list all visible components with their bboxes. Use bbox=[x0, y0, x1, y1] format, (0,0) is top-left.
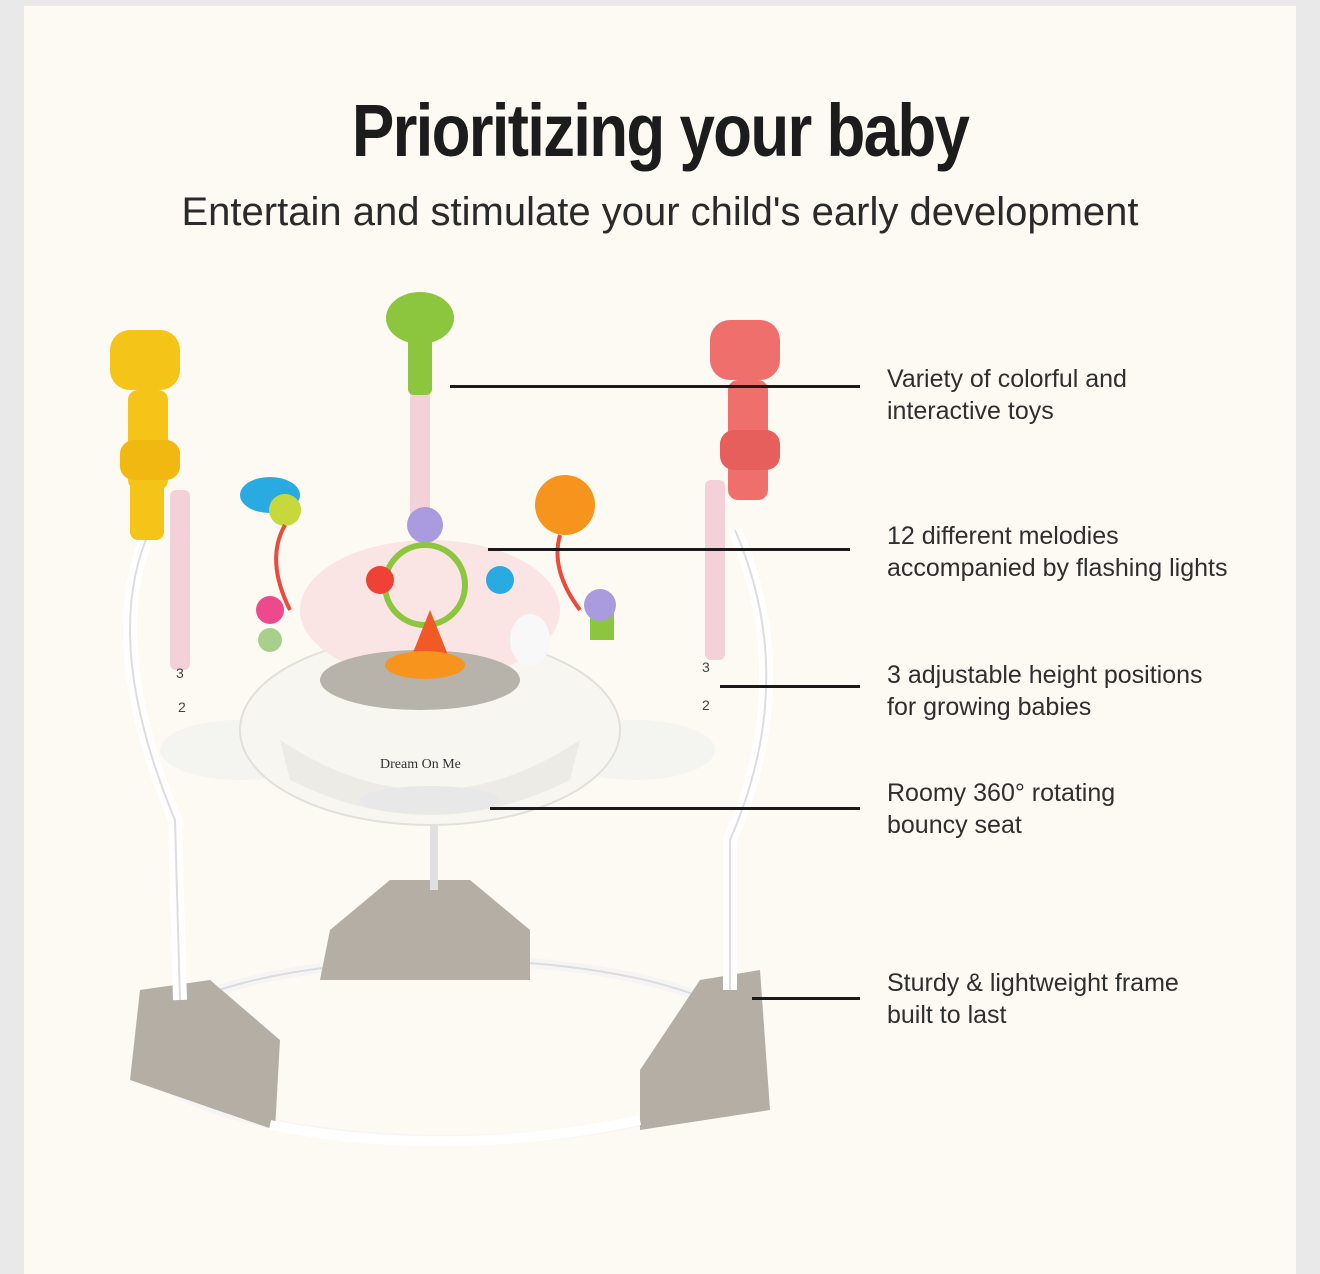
feature-height-line2: for growing babies bbox=[887, 693, 1092, 721]
butterfly-toy bbox=[240, 477, 301, 526]
feature-melodies-line2: accompanied by flashing lights bbox=[887, 554, 1228, 582]
leader-line-frame bbox=[752, 997, 860, 1000]
left-height-3: 3 bbox=[176, 665, 184, 681]
leader-line-melodies bbox=[488, 548, 850, 551]
leader-line-seat bbox=[490, 807, 860, 810]
page-subtitle: Entertain and stimulate your child's ear… bbox=[181, 190, 1139, 234]
feature-melodies: 12 different melodies accompanied by fla… bbox=[887, 520, 1307, 584]
right-strap bbox=[705, 480, 725, 660]
feature-seat-line1: Roomy 360° rotating bbox=[887, 779, 1116, 807]
feature-toys-line2: interactive toys bbox=[887, 397, 1054, 425]
right-foot bbox=[640, 970, 770, 1130]
page-title: Prioritizing your baby bbox=[351, 89, 970, 172]
feature-toys: Variety of colorful and interactive toys bbox=[887, 363, 1307, 427]
green-tree-toy bbox=[386, 292, 454, 395]
right-pole bbox=[723, 527, 774, 990]
feature-height: 3 adjustable height positions for growin… bbox=[887, 659, 1307, 723]
leader-line-height bbox=[720, 685, 860, 688]
center-strap bbox=[410, 380, 430, 520]
orange-sun-toy bbox=[535, 475, 595, 535]
feature-height-line1: 3 adjustable height positions bbox=[887, 661, 1203, 689]
activity-tray bbox=[320, 650, 520, 710]
brand-logo: Dream On Me bbox=[380, 757, 461, 772]
left-foot bbox=[130, 980, 280, 1130]
left-strap bbox=[170, 490, 190, 670]
feature-frame: Sturdy & lightweight frame built to last bbox=[887, 967, 1307, 1031]
purple-flower-toy bbox=[407, 507, 443, 543]
bunny-toy bbox=[510, 614, 550, 666]
rear-foot bbox=[320, 880, 530, 980]
feature-melodies-line1: 12 different melodies bbox=[887, 522, 1119, 550]
left-height-2: 2 bbox=[178, 699, 186, 715]
feature-frame-line1: Sturdy & lightweight frame bbox=[887, 969, 1179, 997]
feature-toys-line1: Variety of colorful and bbox=[887, 365, 1127, 393]
right-height-2: 2 bbox=[702, 697, 710, 713]
feature-frame-line2: built to last bbox=[887, 1001, 1007, 1029]
feature-seat-line2: bouncy seat bbox=[887, 811, 1022, 839]
leader-line-toys bbox=[450, 385, 860, 388]
feature-seat: Roomy 360° rotating bouncy seat bbox=[887, 777, 1307, 841]
baby-jumper-illustration: 3 2 1 3 2 1 Dream On Me bbox=[110, 292, 780, 1147]
coral-flower-toy bbox=[710, 320, 780, 500]
yellow-lion-toy bbox=[110, 330, 180, 540]
right-height-3: 3 bbox=[702, 659, 710, 675]
